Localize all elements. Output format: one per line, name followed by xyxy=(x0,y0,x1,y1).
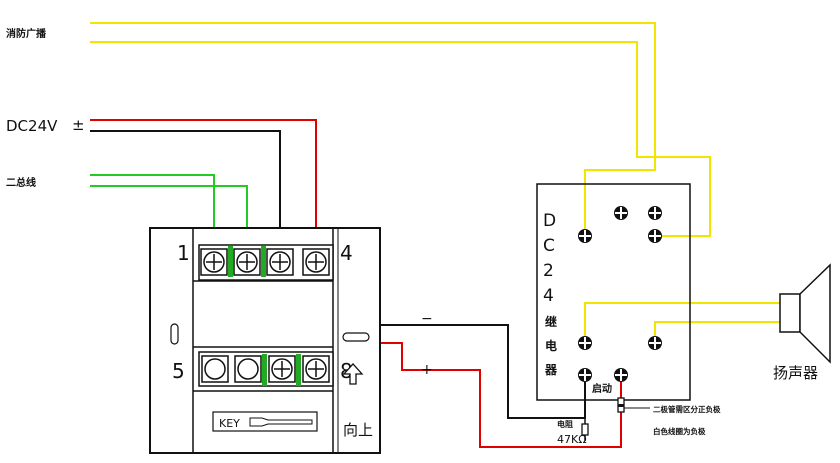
relay-screw-coil-pos xyxy=(614,368,628,382)
dc24v-red-wire xyxy=(90,119,317,262)
relay-char-3: 2 xyxy=(543,261,554,281)
plus-minus-label: ± xyxy=(72,116,85,134)
broadcast-wire-1 xyxy=(90,22,656,236)
relay-char-6: 电 xyxy=(545,338,557,353)
bottom-screw-4 xyxy=(302,355,330,383)
plus-label: + xyxy=(421,362,433,378)
bottom-screw-3 xyxy=(268,355,296,383)
bottom-empty-hole-2 xyxy=(237,358,259,380)
dc24v-black-wire xyxy=(90,130,281,262)
bottom-empty-hole-1 xyxy=(204,358,226,380)
key-icon xyxy=(249,417,313,427)
terminal-label-1: 1 xyxy=(177,241,190,265)
dc24-relay: D C 2 4 继 电 器 启动 xyxy=(536,183,691,401)
diode-band xyxy=(618,404,624,407)
relay-screw-out-2 xyxy=(648,336,662,350)
speaker-label: 扬声器 xyxy=(773,364,818,382)
relay-char-2: C xyxy=(543,236,555,256)
speaker-wire-2 xyxy=(654,321,780,343)
relay-char-5: 继 xyxy=(545,314,557,329)
relay-char-1: D xyxy=(543,211,556,231)
two-bus-label: 二总线 xyxy=(6,176,36,189)
indicator-slot-left xyxy=(170,323,179,345)
relay-screw-in-2 xyxy=(648,229,662,243)
relay-screw-nc-1 xyxy=(614,206,628,220)
dc24v-label: DC24V xyxy=(6,117,58,135)
speaker-wire-1 xyxy=(584,302,780,343)
relay-box xyxy=(536,183,691,401)
start-label: 启动 xyxy=(592,382,612,395)
relay-char-4: 4 xyxy=(543,286,554,306)
top-green-separators xyxy=(228,246,266,277)
top-screw-2 xyxy=(233,248,261,276)
minus-label: − xyxy=(421,311,433,327)
up-arrow-icon xyxy=(342,363,364,385)
relay-screw-coil-neg xyxy=(578,368,592,382)
diode-note-1: 二极管需区分正负极 xyxy=(653,404,721,414)
upward-label: 向上 xyxy=(343,421,373,439)
top-screw-4 xyxy=(302,248,330,276)
bottom-green-separators xyxy=(262,354,301,386)
relay-char-7: 器 xyxy=(544,363,558,377)
terminal-label-5: 5 xyxy=(172,359,185,383)
terminal-label-4: 4 xyxy=(340,241,353,265)
relay-screw-out-1 xyxy=(578,336,592,350)
fire-broadcast-label: 消防广播 xyxy=(6,27,47,40)
broadcast-wire-2 xyxy=(90,41,711,237)
key-label: KEY xyxy=(219,417,240,430)
indicator-slot-right xyxy=(342,332,370,342)
relay-screw-in-1 xyxy=(578,229,592,243)
resistor-body xyxy=(581,423,589,436)
resistor-label: 电阻 xyxy=(557,419,573,429)
diode-note-2: 白色线圈为负极 xyxy=(653,426,706,436)
top-screw-3 xyxy=(266,248,294,276)
io-module: 1 4 5 8 向上 KEY xyxy=(149,227,381,454)
resistor-value: 47KΩ xyxy=(557,433,587,446)
relay-screw-nc-2 xyxy=(648,206,662,220)
top-screw-1 xyxy=(200,248,228,276)
module-inner-frame xyxy=(192,227,334,454)
speaker-icon xyxy=(779,263,831,364)
